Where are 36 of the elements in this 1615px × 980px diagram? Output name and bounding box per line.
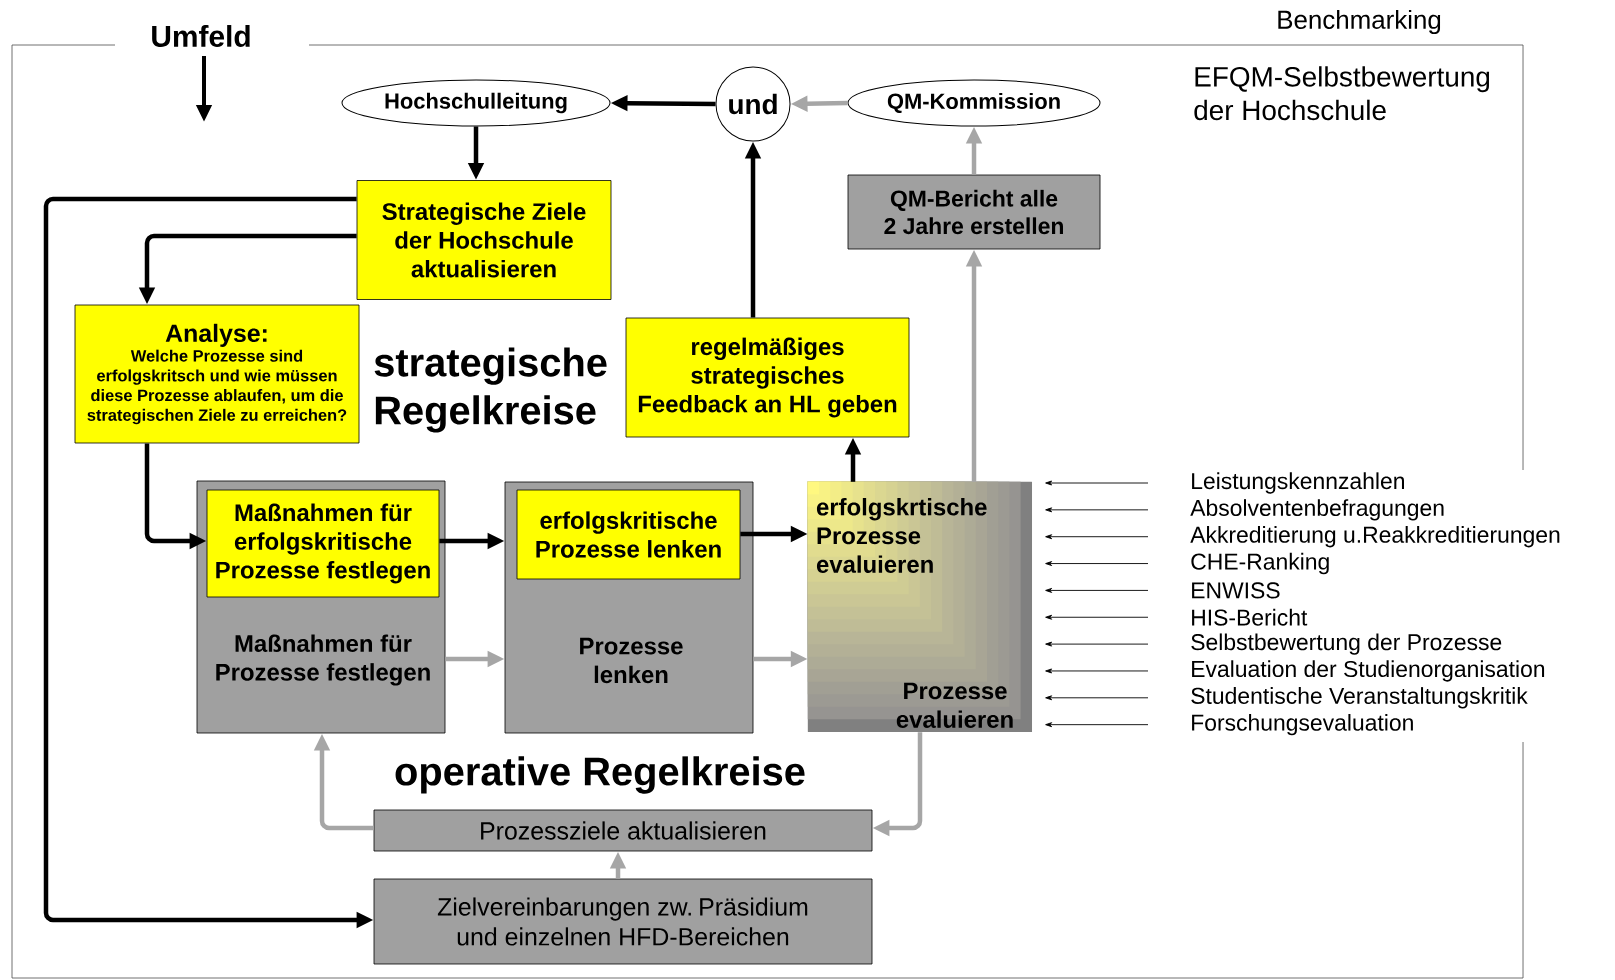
process-box: Zielvereinbarungen zw. Präsidium und einzelnen HFD-Bereichen [373, 878, 873, 965]
section-heading: strategische Regelkreise [374, 347, 607, 433]
arrow [1045, 507, 1149, 513]
input-label: Forschungsevaluation [1192, 713, 1413, 736]
arrow [1045, 668, 1149, 674]
process-box: QM-Bericht alle 2 Jahre erstellen [847, 174, 1101, 250]
arrow [1045, 641, 1149, 647]
oval-box: Hochschulleitung [341, 79, 611, 127]
process-box: erfolgskrtische Prozesse evaluieren Prozesse evaluieren [807, 481, 1032, 732]
arrow [1045, 587, 1149, 593]
input-label: Leistungskennzahlen [1192, 472, 1404, 494]
process-box: Maßnahmen für erfolgskritische Prozesse festlegen [206, 489, 440, 598]
input-label: Akkreditierung u.Reakkreditierungen [1190, 526, 1560, 548]
input-label: Evaluation der Studienorganisation [1192, 660, 1545, 682]
arrow [1045, 534, 1149, 540]
arrow [1045, 695, 1149, 701]
process-box: Prozessziele aktualisieren [373, 809, 873, 852]
input-label: ENWISS [1192, 582, 1280, 599]
process-box: Analyse: Welche Prozesse sind erfolgskritsch und wie müssen diese Prozesse ablaufen, um die strategischen Ziele zu erreichen? [74, 304, 360, 444]
input-label: CHE-Ranking [1191, 552, 1329, 575]
input-label: Selbstbewertung der Prozesse [1191, 633, 1502, 655]
arrow [1045, 480, 1149, 486]
label-text: Benchmarking [1278, 9, 1441, 35]
input-label: Studentische Veranstaltungskritik [1191, 687, 1528, 709]
arrow [1045, 614, 1149, 620]
oval-box: QM-Kommission [847, 79, 1101, 127]
process-box: regelmäßiges strategisches Feedback an HL geben [625, 317, 910, 438]
input-label: Absolventenbefragungen [1190, 499, 1444, 521]
input-label: HIS-Bericht [1192, 608, 1308, 626]
circle-node: und [715, 66, 791, 142]
label-text: EFQM-Selbstbewertung der Hochschule [1194, 66, 1490, 121]
process-box: Strategische Ziele der Hochschule aktualisieren [356, 180, 612, 300]
arrow [1045, 722, 1149, 728]
section-heading: operative Regelkreise [395, 756, 805, 794]
arrow [1045, 561, 1149, 567]
process-box: erfolgskritische Prozesse lenken [516, 489, 741, 580]
